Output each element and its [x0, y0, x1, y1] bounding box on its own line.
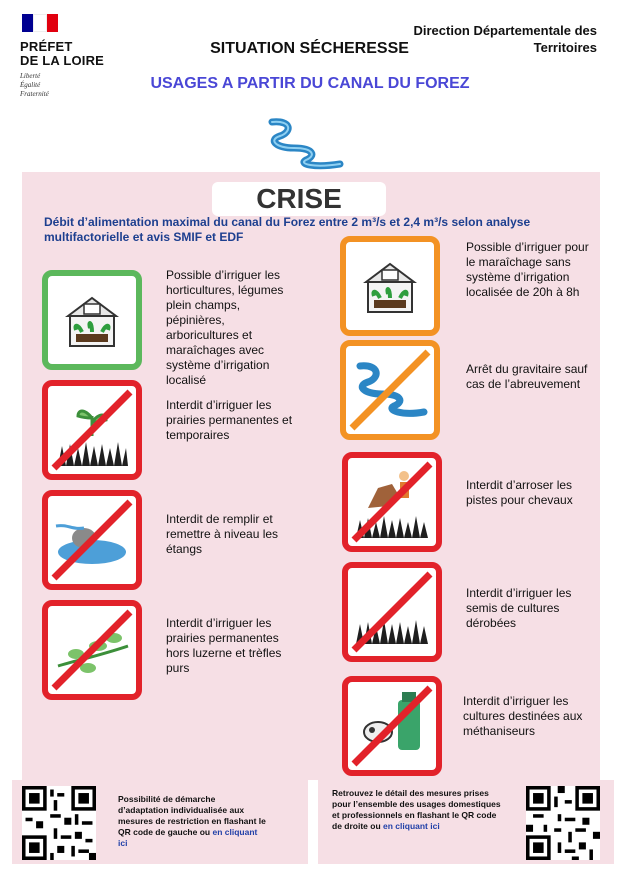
- prairie-tile: [42, 380, 142, 480]
- greenhouse-tile: [42, 270, 142, 370]
- footer-right-box: Retrouvez le détail des mesures prises p…: [318, 780, 614, 864]
- ddt-title: Direction Départementale des Territoires: [413, 23, 597, 55]
- usages-subtitle: USAGES A PARTIR DU CANAL DU FOREZ: [150, 75, 470, 92]
- greenhouse-night-tile: [340, 236, 440, 336]
- republic-motto: Liberté Égalité Fraternité: [20, 72, 49, 98]
- marianne-flag-logo: [22, 14, 58, 32]
- pond-tile: [42, 490, 142, 590]
- greenhouse-icon: [363, 262, 417, 313]
- pond-icon: [51, 499, 133, 581]
- footer-right-link[interactable]: en cliquant ici: [383, 821, 440, 831]
- methaniser-tile: [342, 676, 442, 776]
- footer-left-text: Possibilité de démarche d’adaptation ind…: [118, 794, 266, 848]
- rule-text-maraichage: Possible d’irriguer pour le maraîchage s…: [466, 240, 589, 299]
- rule-text-gravitaire: Arrêt du gravitaire sauf cas de l’abreuv…: [466, 362, 588, 391]
- rule-text-horticulture: Possible d’irriguer les horticultures, l…: [166, 268, 284, 387]
- footer-right-text: Retrouvez le détail des mesures prises p…: [332, 788, 501, 831]
- crisis-level-label: CRISE: [212, 182, 386, 216]
- horse-icon: [351, 461, 433, 543]
- situation-title: SITUATION SÉCHERESSE: [210, 40, 409, 57]
- flow-rate-text: Débit d’alimentation maximal du canal du…: [44, 215, 531, 244]
- clover-icon: [51, 609, 133, 691]
- footer-left-link[interactable]: en cliquant ici: [118, 827, 258, 848]
- qr-code-left[interactable]: [22, 786, 96, 860]
- qr-code-right[interactable]: [526, 786, 600, 860]
- grass-icon: [351, 571, 433, 653]
- canal-icon: [268, 118, 344, 170]
- rule-text-cultures-derobees: Interdit d’irriguer les semis de culture…: [466, 586, 572, 630]
- rule-text-horses: Interdit d’arroser les pistes pour cheva…: [466, 478, 573, 507]
- horse-tile: [342, 452, 442, 552]
- greenhouse-icon: [65, 296, 119, 347]
- rule-text-clover: Interdit d’irriguer les prairies permane…: [166, 616, 282, 675]
- rule-text-ponds: Interdit de remplir et remettre à niveau…: [166, 512, 279, 556]
- gravity-tile: [340, 340, 440, 440]
- methaniser-icon: [351, 685, 433, 767]
- rule-text-prairies: Interdit d’irriguer les prairies permane…: [166, 398, 293, 442]
- rule-text-methaniseurs: Interdit d’irriguer les cultures destiné…: [463, 694, 583, 738]
- prairie-icon: [51, 389, 133, 471]
- prefet-logo-text: PRÉFET DE LA LOIRE: [20, 39, 105, 68]
- canal-icon: [349, 349, 431, 431]
- grass-tile: [342, 562, 442, 662]
- clover-tile: [42, 600, 142, 700]
- footer-left-box: Possibilité de démarche d’adaptation ind…: [12, 780, 308, 864]
